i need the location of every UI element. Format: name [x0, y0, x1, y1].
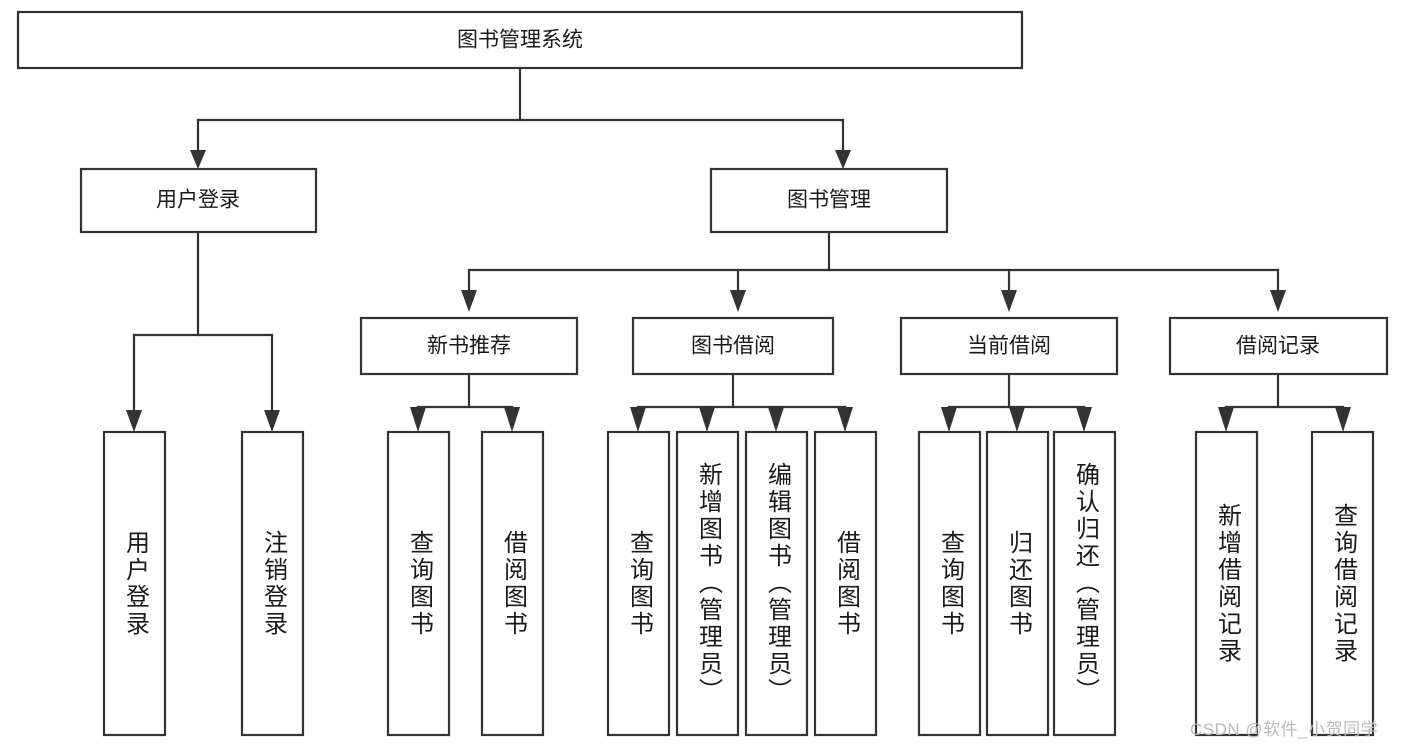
node-root-label: 图书管理系统	[457, 29, 583, 52]
node-leaf-return-book[interactable]	[985, 430, 1050, 737]
connector-newbook-to-leaves	[410, 372, 520, 432]
node-leaf-logout-login[interactable]	[240, 430, 305, 737]
node-leaf-query-book-3[interactable]	[917, 430, 982, 737]
connector-borrowrecord-to-leaves	[1218, 372, 1351, 432]
node-leaf-borrow-book-1[interactable]	[480, 430, 545, 737]
csdn-watermark: CSDN @软件_小贺同学	[1190, 720, 1379, 739]
node-leaf-user-login[interactable]	[102, 430, 167, 737]
node-leaf-add-book[interactable]	[675, 430, 740, 737]
node-root[interactable]	[16, 10, 1024, 70]
node-user-login[interactable]	[79, 167, 318, 234]
connector-bookmanage-to-level3	[461, 230, 1286, 312]
node-borrow-record[interactable]	[1168, 316, 1389, 376]
node-current-borrow-label: 当前借阅	[967, 335, 1051, 358]
node-book-borrow[interactable]	[631, 316, 835, 376]
connector-currentborrow-to-leaves	[941, 372, 1092, 432]
node-leaf-query-book-2[interactable]	[606, 430, 671, 737]
node-book-manage[interactable]	[709, 167, 949, 234]
node-book-manage-label: 图书管理	[787, 189, 871, 212]
node-user-login-label: 用户登录	[156, 189, 240, 212]
node-leaf-query-book-1[interactable]	[386, 430, 451, 737]
node-borrow-record-label: 借阅记录	[1236, 335, 1320, 358]
node-leaf-confirm-return[interactable]	[1052, 430, 1117, 737]
connector-userlogin-to-leaves	[126, 230, 280, 432]
node-leaf-add-record[interactable]	[1194, 430, 1259, 737]
node-book-borrow-label: 图书借阅	[691, 335, 775, 358]
node-new-book-rec[interactable]	[359, 316, 579, 376]
node-leaf-borrow-book-2[interactable]	[813, 430, 878, 737]
node-leaf-query-record[interactable]	[1310, 430, 1375, 737]
node-new-book-rec-label: 新书推荐	[427, 335, 511, 358]
connector-root-to-level2	[190, 66, 851, 169]
node-leaf-edit-book[interactable]	[744, 430, 809, 737]
node-current-borrow[interactable]	[899, 316, 1119, 376]
connector-bookborrow-to-leaves	[630, 372, 853, 432]
